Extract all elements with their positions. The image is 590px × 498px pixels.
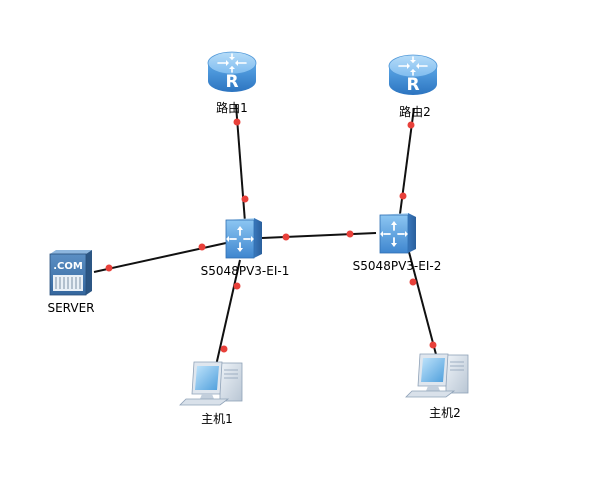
host1-node[interactable]: 主机1: [179, 361, 243, 426]
port-dot[interactable]: [429, 341, 437, 349]
pc-icon: [179, 361, 243, 406]
svg-text:R: R: [406, 75, 419, 95]
port-dot[interactable]: [105, 264, 113, 272]
router2-node[interactable]: R 路由2: [388, 54, 438, 119]
pc-icon: [405, 353, 469, 398]
port-dot[interactable]: [233, 282, 241, 290]
router1-label: 路由1: [216, 100, 248, 115]
port-dot[interactable]: [198, 243, 206, 251]
switch-icon: [225, 218, 262, 259]
switch1-label: S5048PV3-EI-1: [201, 264, 290, 278]
port-dot[interactable]: [407, 121, 415, 129]
router-icon: R: [207, 51, 257, 92]
port-dot[interactable]: [399, 192, 407, 200]
server-badge: .COM: [53, 261, 83, 272]
switch-icon: [379, 213, 416, 254]
port-dot[interactable]: [220, 345, 228, 353]
port-dot[interactable]: [241, 195, 249, 203]
host2-node[interactable]: 主机2: [405, 353, 469, 420]
port-dot[interactable]: [233, 118, 241, 126]
switch1-node[interactable]: S5048PV3-EI-1: [201, 218, 290, 278]
port-dot[interactable]: [282, 233, 290, 241]
router1-node[interactable]: R 路由1: [207, 51, 257, 115]
link-switch1-switch2[interactable]: [261, 232, 377, 239]
server-node[interactable]: .COM SERVER: [47, 250, 95, 315]
switch2-label: S5048PV3-EI-2: [353, 259, 442, 273]
link-switch1-host1[interactable]: [214, 259, 241, 371]
server-label: SERVER: [47, 301, 94, 315]
svg-text:R: R: [225, 72, 238, 92]
port-dot[interactable]: [409, 278, 417, 286]
router2-label: 路由2: [399, 104, 431, 119]
host2-label: 主机2: [429, 406, 461, 420]
router-icon: R: [388, 54, 438, 95]
port-dot[interactable]: [346, 230, 354, 238]
server-icon: .COM: [49, 250, 92, 296]
host1-label: 主机1: [201, 412, 233, 426]
port-markers: [105, 118, 437, 353]
switch2-node[interactable]: S5048PV3-EI-2: [353, 213, 442, 273]
